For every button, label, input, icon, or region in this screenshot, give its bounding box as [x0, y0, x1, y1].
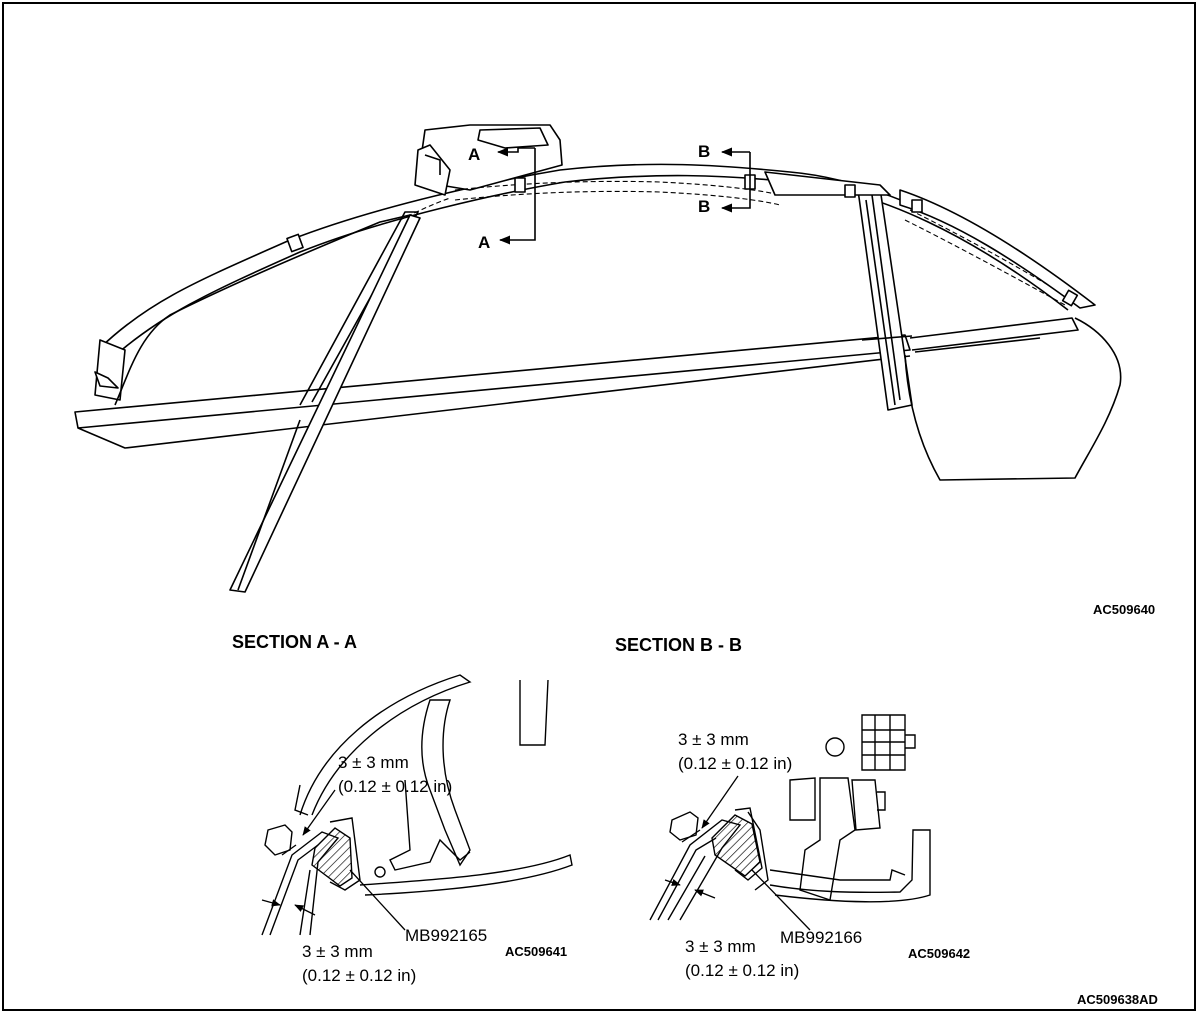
rear-door-panel — [904, 317, 1122, 481]
section-a-dim-bottom-in: (0.12 ± 0.12 in) — [302, 966, 416, 985]
marker-b-top: B — [698, 142, 710, 161]
section-b-title: SECTION B - B — [615, 635, 742, 655]
section-a-tool: MB992165 — [405, 926, 487, 945]
section-a-title: SECTION A - A — [232, 632, 357, 652]
section-a-drawing — [261, 674, 573, 936]
tool-mb992165 — [311, 827, 353, 887]
section-a-dim-top-in: (0.12 ± 0.12 in) — [338, 777, 452, 796]
roof-molding — [99, 163, 1081, 349]
division-bar — [229, 214, 421, 593]
section-marker-a — [496, 147, 536, 245]
marker-a-top: A — [468, 145, 480, 164]
section-b-dim-bottom-in: (0.12 ± 0.12 in) — [685, 961, 799, 980]
section-b-dim-top-in: (0.12 ± 0.12 in) — [678, 754, 792, 773]
section-b-dimensions — [664, 775, 811, 931]
belt-molding — [74, 334, 911, 429]
section-b-tool: MB992166 — [780, 928, 862, 947]
section-a-code: AC509641 — [505, 944, 567, 959]
section-b-code: AC509642 — [908, 946, 970, 961]
marker-b-bottom: B — [698, 197, 710, 216]
section-b-drawing — [649, 714, 931, 921]
section-a-dim-top: 3 ± 3 mm — [338, 753, 409, 772]
section-a-dim-bottom: 3 ± 3 mm — [302, 942, 373, 961]
main-door-frame-view — [74, 124, 1122, 593]
figure-code: AC509638AD — [1077, 992, 1158, 1007]
section-a-dimensions — [261, 789, 406, 931]
b-pillar — [857, 187, 913, 411]
tool-mb992166 — [711, 814, 761, 877]
section-b-dim-bottom: 3 ± 3 mm — [685, 937, 756, 956]
main-view-code: AC509640 — [1093, 602, 1155, 617]
section-marker-b — [720, 147, 751, 213]
marker-a-bottom: A — [478, 233, 490, 252]
section-b-dim-top: 3 ± 3 mm — [678, 730, 749, 749]
